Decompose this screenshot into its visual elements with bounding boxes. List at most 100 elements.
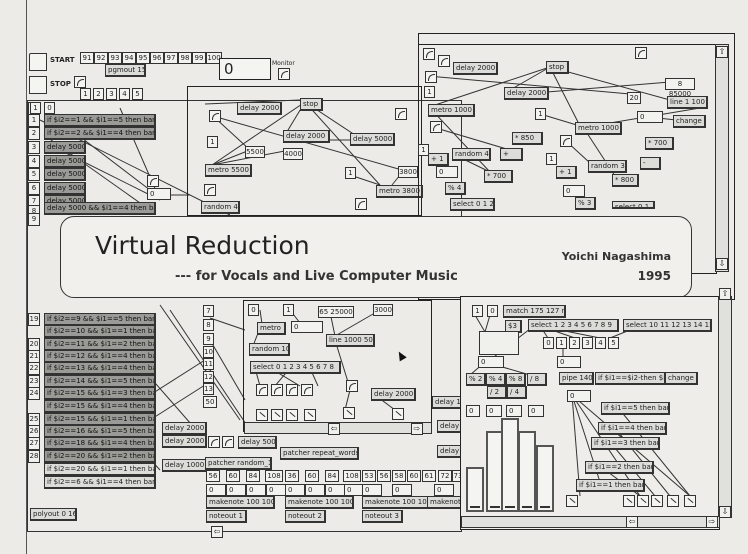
delay-object[interactable]: delay 2000 — [162, 422, 207, 435]
multiply-object[interactable]: * 700 — [484, 170, 513, 183]
number-message[interactable]: 1 — [283, 304, 294, 316]
toggle[interactable] — [560, 135, 572, 147]
scene-number[interactable]: 3 — [106, 88, 117, 100]
number-box[interactable]: 0 — [291, 321, 323, 333]
if-object[interactable]: if $i2==20 && $i1==1 then bang — [44, 463, 156, 476]
modulo-object[interactable]: % 2 — [466, 373, 486, 386]
number-message[interactable]: 0 — [487, 305, 498, 317]
if-object[interactable]: if $i1==3 then bang — [591, 437, 660, 450]
number-box[interactable]: 0 — [637, 111, 663, 123]
number-box[interactable]: 0 — [226, 484, 246, 496]
scrollbar-vertical[interactable] — [715, 44, 729, 272]
delay-object[interactable]: delay 5000 — [44, 155, 86, 168]
noteout-object[interactable]: noteout 3 — [362, 510, 403, 523]
head-number[interactable]: 0 — [44, 102, 55, 114]
if-object[interactable]: if $i2==13 && $i1==4 then bang — [44, 362, 156, 375]
number-message[interactable]: 4000 — [283, 148, 303, 160]
delay-object[interactable]: delay 2000 — [371, 388, 416, 401]
polyout-object[interactable]: polyout 0 16 — [30, 508, 77, 521]
if-object[interactable]: if $i1==$i2-then $i1 — [595, 372, 666, 385]
plus-object[interactable]: + 1 — [556, 166, 577, 179]
select-object[interactable]: select 10 11 12 13 14 15 — [623, 319, 712, 332]
number-box[interactable]: 0 — [563, 185, 585, 197]
scroll-right-arrow-icon[interactable]: ⇨ — [706, 516, 718, 528]
number-message[interactable]: 8 — [203, 319, 214, 331]
stop-message[interactable]: stop — [546, 61, 569, 74]
pipe-object[interactable]: pipe 1400 — [559, 372, 594, 385]
number-message[interactable]: 50 — [203, 396, 217, 408]
if-object[interactable]: if $i2==20 && $i1==2 then bang — [44, 450, 156, 463]
toggle[interactable] — [355, 198, 367, 210]
stop-toggle[interactable] — [74, 76, 86, 88]
change-object[interactable]: change — [673, 115, 706, 128]
toggle[interactable] — [256, 384, 268, 396]
number-box[interactable]: 0 — [305, 484, 325, 496]
monitor-toggle[interactable] — [278, 68, 290, 80]
note-number[interactable]: 36 — [285, 470, 299, 482]
line-target-message[interactable]: 65 25000 — [318, 306, 354, 318]
number-box[interactable]: 0 — [362, 484, 382, 496]
delay-object[interactable]: delay 2000 — [283, 130, 330, 143]
number-message[interactable]: 20 — [627, 92, 641, 104]
number-message[interactable]: 12 — [203, 371, 214, 383]
match-object[interactable]: match 175 127 nn — [503, 305, 566, 318]
number-box[interactable]: 0 — [246, 484, 266, 496]
metro-object[interactable]: metro 1000 — [575, 122, 622, 135]
bang-button[interactable] — [392, 408, 404, 420]
number-message[interactable]: 5 — [608, 337, 619, 349]
start-button[interactable] — [29, 53, 47, 71]
delay-object[interactable]: delay 1000 — [162, 459, 207, 472]
program-number[interactable]: 98 — [178, 52, 192, 64]
scroll-left-arrow-icon[interactable]: ⇦ — [211, 526, 223, 538]
makenote-object[interactable]: makenote 100 100 — [285, 496, 354, 509]
number-box[interactable]: 0 — [466, 405, 480, 417]
note-number[interactable]: 84 — [246, 470, 260, 482]
number-message[interactable]: 2 — [569, 337, 580, 349]
metro-object[interactable]: metro — [257, 322, 286, 335]
noteout-object[interactable]: noteout 2 — [285, 510, 326, 523]
number-box[interactable]: 0 — [506, 405, 522, 417]
modulo-object[interactable]: % 4 — [445, 182, 466, 195]
toggle[interactable] — [222, 436, 234, 448]
scroll-up-arrow-icon[interactable]: ⇧ — [716, 46, 728, 58]
note-number[interactable]: 60 — [305, 470, 319, 482]
number-message[interactable]: 1 — [546, 153, 557, 165]
scroll-left-arrow-icon[interactable]: ⇦ — [626, 516, 638, 528]
toggle[interactable] — [286, 384, 298, 396]
head-number[interactable]: 1 — [30, 102, 41, 114]
number-box[interactable]: 0 — [557, 356, 581, 368]
note-number[interactable]: 56 — [206, 470, 220, 482]
number-message[interactable]: 10 — [203, 346, 214, 358]
if-object[interactable]: if $i2==10 && $i1==1 then bang — [44, 325, 156, 338]
bang-button[interactable] — [566, 495, 578, 507]
note-number[interactable]: 84 — [325, 470, 339, 482]
scroll-up-arrow-icon[interactable]: ⇧ — [719, 288, 731, 300]
metro-object[interactable]: metro 3800 — [376, 185, 423, 198]
number-message[interactable]: 3800 — [398, 166, 418, 178]
bang-button[interactable] — [684, 495, 696, 507]
toggle[interactable] — [204, 184, 216, 196]
bang-button[interactable] — [343, 407, 355, 419]
metro-object[interactable]: metro 1000 — [428, 104, 475, 117]
scroll-left-arrow-icon[interactable]: ⇦ — [328, 423, 340, 435]
note-number[interactable]: 72 — [438, 470, 452, 482]
toggle[interactable] — [425, 71, 437, 83]
gswitch-object[interactable] — [479, 331, 519, 355]
level-slider[interactable] — [501, 418, 519, 512]
if-object[interactable]: delay 5000 && $i1==4 then bang — [44, 202, 156, 215]
random-object[interactable]: random 4 — [452, 148, 491, 161]
number-box[interactable]: 0 — [344, 484, 364, 496]
delay-object[interactable]: delay 2000 — [237, 102, 282, 115]
if-object[interactable]: if $i2==15 && $i1==4 then bang — [44, 400, 156, 413]
bang-button[interactable] — [623, 495, 635, 507]
delay-object[interactable]: delay 2000 — [504, 87, 549, 100]
select-object[interactable]: select 0 1 — [612, 201, 655, 209]
select-object[interactable]: select 0 1 2 3 4 5 6 7 8 — [250, 361, 341, 374]
plus-object[interactable]: + 1 — [428, 153, 449, 166]
patcher-repeat-words[interactable]: patcher repeat_words — [280, 447, 359, 460]
program-number[interactable]: 91 — [80, 52, 94, 64]
scroll-down-arrow-icon[interactable]: ⇩ — [716, 258, 728, 270]
scene-number[interactable]: 2 — [93, 88, 104, 100]
program-number[interactable]: 94 — [122, 52, 136, 64]
line-target-message[interactable]: 8 85000 — [665, 78, 695, 98]
